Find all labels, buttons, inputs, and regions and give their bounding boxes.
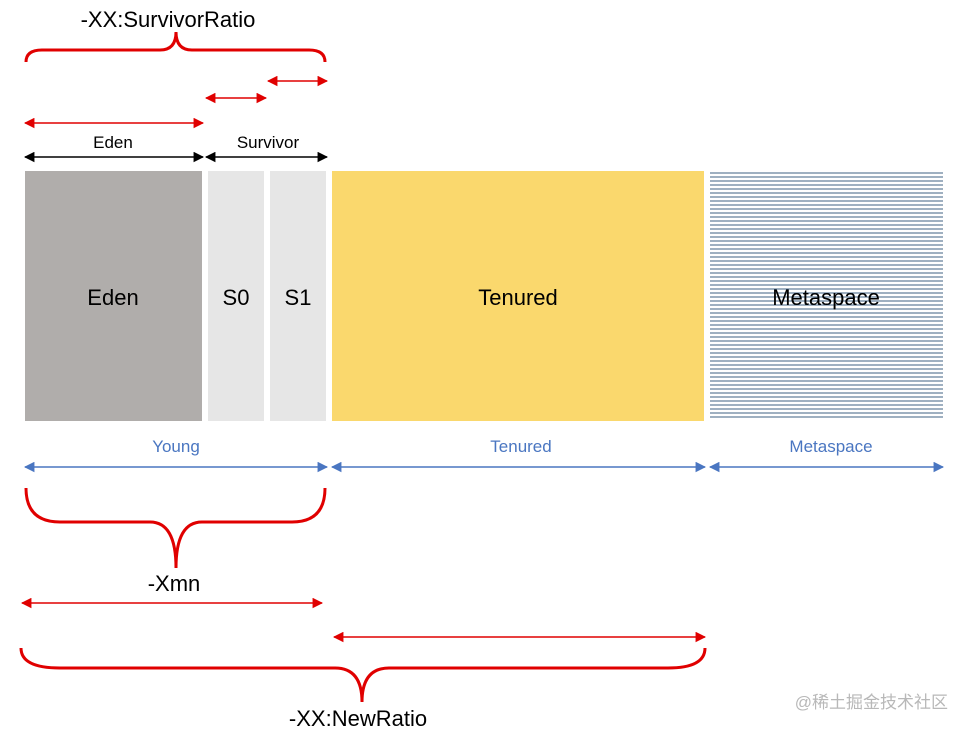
metaspace-block-label: Metaspace bbox=[772, 285, 880, 310]
xmn-brace bbox=[24, 487, 327, 569]
eden-block-label: Eden bbox=[87, 285, 138, 310]
s0-block-label: S0 bbox=[223, 285, 250, 310]
xmn-label: -Xmn bbox=[148, 571, 201, 596]
s1-block-label: S1 bbox=[285, 285, 312, 310]
metaspace-section-label: Metaspace bbox=[789, 437, 872, 456]
metaspace-hatch bbox=[710, 172, 943, 418]
newratio-label: -XX:NewRatio bbox=[289, 706, 427, 731]
survivor-ratio-brace bbox=[24, 31, 327, 63]
survivor-small-label: Survivor bbox=[237, 133, 300, 152]
eden-small-label: Eden bbox=[93, 133, 133, 152]
s1-block bbox=[270, 171, 326, 421]
tenured-block bbox=[332, 171, 704, 421]
newratio-brace bbox=[19, 647, 707, 703]
s0-block bbox=[208, 171, 264, 421]
eden-block bbox=[25, 171, 202, 421]
survivor-ratio-label: -XX:SurvivorRatio bbox=[81, 7, 256, 32]
young-section-label: Young bbox=[152, 437, 200, 456]
watermark: @稀土掘金技术社区 bbox=[795, 693, 948, 712]
tenured-block-label: Tenured bbox=[478, 285, 558, 310]
tenured-section-label: Tenured bbox=[490, 437, 551, 456]
